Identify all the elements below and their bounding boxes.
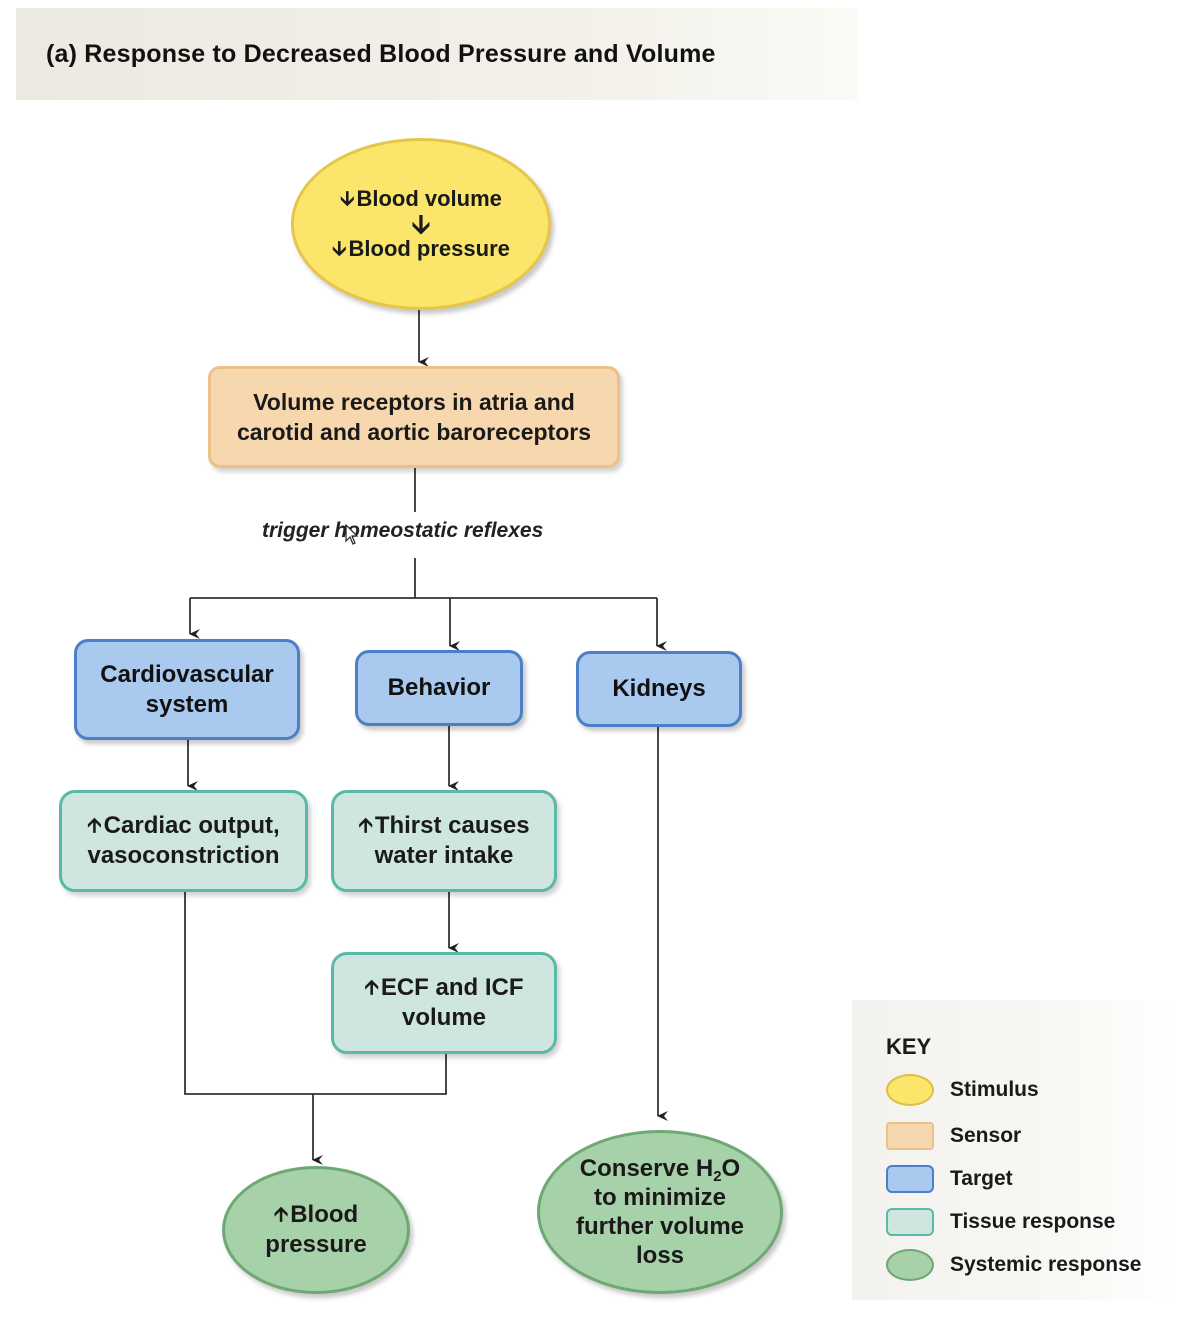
stimulus-swatch (886, 1074, 934, 1106)
conserve-line-4: loss (635, 1242, 685, 1269)
key-item-sensor: Sensor (886, 1122, 1021, 1150)
conserve-line-1: Conserve H2O (579, 1154, 741, 1185)
key-label-stimulus: Stimulus (950, 1078, 1039, 1101)
conserve-suffix: O (721, 1155, 741, 1182)
bp-response-text: Blood (290, 1201, 359, 1228)
down-arrow-icon: 🡫 (411, 209, 431, 239)
stimulus-blood-volume: Blood volume (356, 186, 502, 211)
cardiac-output-text: Cardiac output, (103, 812, 280, 839)
target-swatch (886, 1165, 934, 1193)
reflex-label: trigger homeostatic reflexes (262, 519, 544, 542)
down-arrow-icon: 🡫 (332, 238, 347, 260)
sensor-line-2: carotid and aortic baroreceptors (236, 419, 592, 445)
sensor-swatch (886, 1122, 934, 1150)
thirst-line-2: water intake (374, 842, 514, 869)
key-item-systemic: Systemic response (886, 1249, 1141, 1281)
cardiovascular-line-1: Cardiovascular (100, 660, 274, 688)
cardiac-output-node: 🡩Cardiac output, vasoconstriction (59, 790, 308, 892)
up-arrow-icon: 🡩 (364, 977, 379, 999)
ecf-icf-text: ECF and ICF (380, 974, 524, 1001)
up-arrow-icon: 🡩 (273, 1204, 289, 1226)
thirst-node: 🡩Thirst causes water intake (331, 790, 557, 892)
stimulus-blood-pressure: Blood pressure (348, 236, 510, 261)
key-title: KEY (886, 1034, 932, 1059)
blood-pressure-response-node: 🡩Blood pressure (222, 1166, 410, 1294)
conserve-line-3: further volume (575, 1213, 745, 1240)
ecf-icf-volume-node: 🡩ECF and ICF volume (331, 952, 557, 1054)
stimulus-line-1: 🡫Blood volume (340, 187, 502, 211)
conserve-line-2: to minimize (593, 1184, 726, 1211)
sensor-node: Volume receptors in atria and carotid an… (208, 366, 620, 468)
key-label-sensor: Sensor (950, 1124, 1022, 1147)
up-arrow-icon: 🡩 (358, 815, 373, 837)
line-merge (184, 892, 447, 1095)
kidneys-label: Kidneys (612, 675, 706, 702)
down-arrow-icon: 🡫 (340, 188, 355, 210)
thirst-text: Thirst causes (374, 812, 530, 839)
sensor-line-1: Volume receptors in atria and (253, 389, 575, 415)
behavior-node: Behavior (355, 650, 523, 726)
thirst-line-1: 🡩Thirst causes (358, 811, 529, 841)
stimulus-node: 🡫Blood volume 🡫 🡫Blood pressure (291, 138, 551, 310)
up-arrow-icon: 🡩 (87, 815, 102, 837)
key-item-target: Target (886, 1165, 1013, 1193)
mouse-pointer-icon (345, 524, 359, 545)
behavior-label: Behavior (387, 674, 491, 701)
cardiovascular-system-node: Cardiovascular system (74, 639, 300, 740)
title-banner: (a) Response to Decreased Blood Pressure… (16, 8, 858, 100)
systemic-swatch (886, 1249, 934, 1281)
cardiac-output-line-2: vasoconstriction (87, 842, 280, 869)
bp-response-line-1: 🡩Blood (274, 1200, 358, 1230)
tissue-swatch (886, 1208, 934, 1236)
cardiac-output-line-1: 🡩Cardiac output, (87, 811, 279, 841)
key-label-tissue: Tissue response (950, 1210, 1116, 1233)
diagram-title: (a) Response to Decreased Blood Pressure… (46, 40, 716, 68)
bp-response-line-2: pressure (265, 1231, 367, 1258)
conserve-subscript: 2 (713, 1168, 722, 1185)
key-label-target: Target (950, 1167, 1013, 1190)
ecf-icf-line-1: 🡩ECF and ICF (364, 973, 523, 1003)
conserve-prefix: Conserve H (579, 1155, 714, 1182)
key-label-systemic: Systemic response (950, 1253, 1142, 1276)
cardiovascular-line-2: system (145, 690, 229, 718)
conserve-water-node: Conserve H2O to minimize further volume … (537, 1130, 783, 1294)
key-item-tissue: Tissue response (886, 1208, 1115, 1236)
stimulus-line-2: 🡫Blood pressure (332, 237, 510, 261)
key-legend: KEY Stimulus Sensor Target Tissue respon… (852, 1000, 1182, 1300)
ecf-icf-line-2: volume (401, 1004, 487, 1031)
kidneys-node: Kidneys (576, 651, 742, 727)
key-item-stimulus: Stimulus (886, 1074, 1039, 1106)
